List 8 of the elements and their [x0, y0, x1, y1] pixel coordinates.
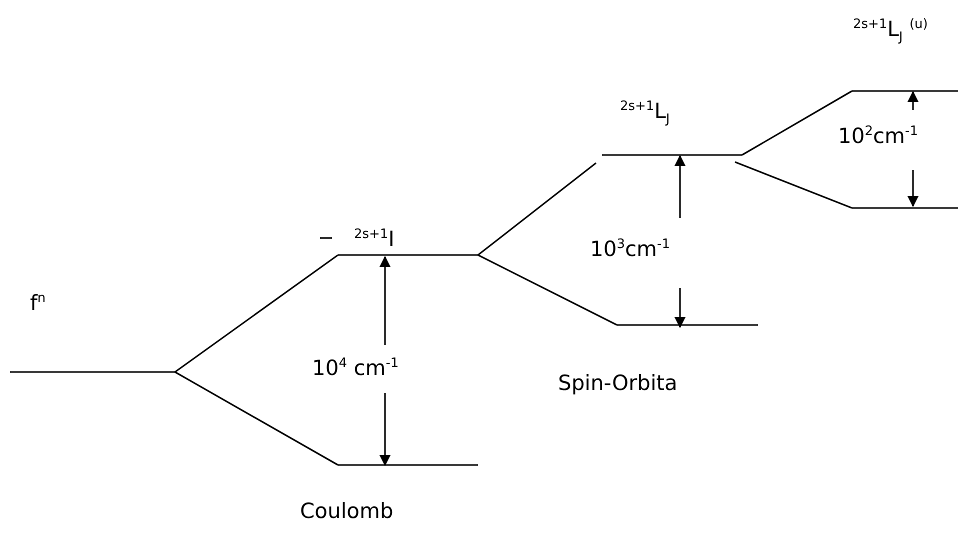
- interaction-label: Coulomb: [300, 500, 394, 524]
- splitting-label: 10$^{3}$cm$^{-1}$: [590, 238, 670, 262]
- interaction-label: Spin-Orbita: [558, 372, 678, 396]
- level-label: $^{2s+1}$L$_{J}$: [620, 100, 670, 128]
- splitting-label: 10$^{4}$ cm$^{-1}$: [312, 357, 399, 380]
- configuration-label: f$^{n}$: [30, 292, 46, 316]
- splitting-label: 10$^{2}$cm$^{-1}$: [838, 125, 918, 148]
- level-label: $^{2s+1}$I: [354, 228, 394, 252]
